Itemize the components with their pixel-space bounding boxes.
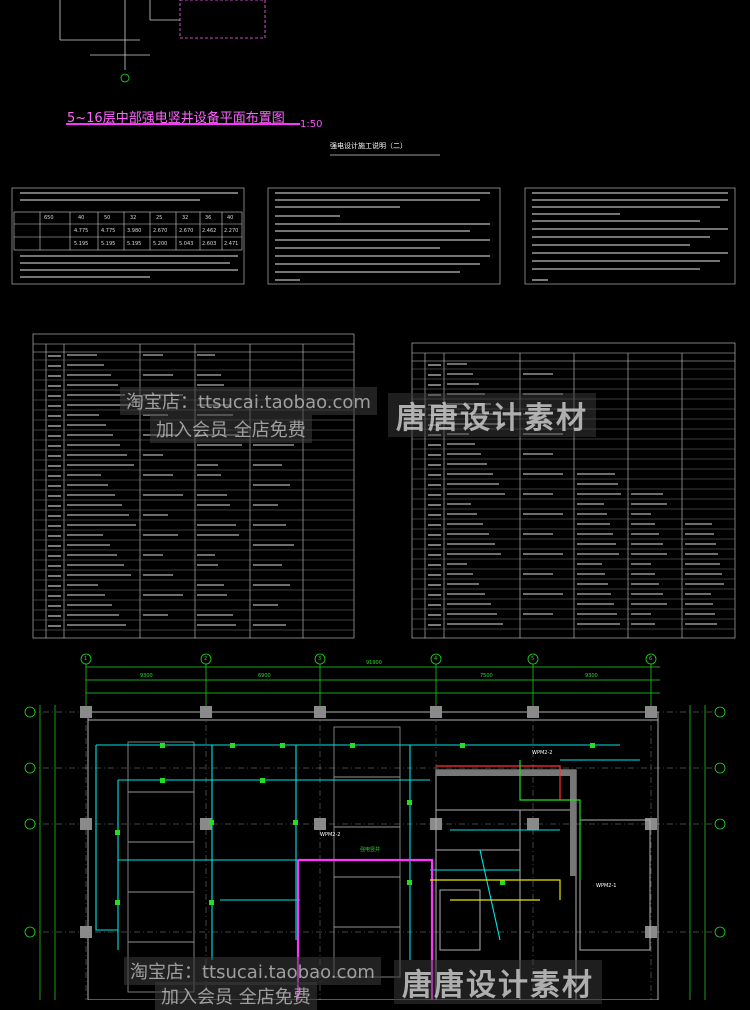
dimension-label: 6900 [258,673,271,679]
watermark-member: 加入会员 全店免费 [155,982,317,1010]
table-cell: 5.195 [101,241,116,247]
circuit-label: WPM2-2 [532,750,553,756]
grid-number: 5 [531,656,535,662]
dimension-label: 7500 [480,673,493,679]
dimension-label: 9300 [585,673,598,679]
table-cell: 2.471 [224,241,239,247]
table-cell: 650 [44,215,54,221]
grid-number: 1 [84,656,88,662]
table-cell: 3.980 [127,228,142,234]
overall-dimension: 91900 [366,660,382,666]
table-cell: 32 [130,215,137,221]
floor-plan [24,653,726,1000]
plan-scale: 1:50 [300,119,323,130]
table-cell: 50 [104,215,111,221]
circuit-label: WPM2-1 [596,883,617,889]
table-cell: 40 [78,215,85,221]
table-cell: 2.670 [179,228,194,234]
table-cell: 2.270 [224,228,239,234]
notes-title: 强电设计施工说明（二） [330,142,407,150]
table-cell: 5.195 [127,241,142,247]
legend-row-lines [33,359,735,631]
grid-number: 4 [434,656,438,662]
watermark-member: 加入会员 全店免费 [150,415,312,443]
grid-number: 3 [318,656,322,662]
watermark-shop: 淘宝店：ttsucai.taobao.com [124,957,381,985]
watermark-shop: 淘宝店：ttsucai.taobao.com [120,387,377,415]
watermark-brand: 唐唐设计素材 [388,393,596,437]
table-cell: 40 [227,215,234,221]
table-cell: 36 [205,215,212,221]
room-label: 强电竖井 [360,847,381,853]
plan-title: 5~16层中部强电竖井设备平面布置图 [67,111,285,126]
legend-tables [32,333,736,639]
dimension-label: 9300 [140,673,153,679]
grid-number: 6 [649,656,653,662]
table-cell: 32 [182,215,189,221]
table-cell: 2.462 [202,228,217,234]
notes-panels [11,187,736,285]
table-cell: 5.043 [179,241,194,247]
table-cell: 4.775 [74,228,89,234]
watermark-brand: 唐唐设计素材 [394,960,602,1004]
table-cell: 25 [156,215,163,221]
table-cell: 5.195 [74,241,89,247]
circuit-label: WPM2-2 [320,832,341,838]
table-cell: 4.775 [101,228,116,234]
table-cell: 2.603 [202,241,217,247]
grid-number: 2 [204,656,208,662]
table-cell: 2.670 [153,228,168,234]
notes-text-lines [20,192,728,281]
table-cell: 5.200 [153,241,168,247]
riser-diagram [59,0,266,83]
